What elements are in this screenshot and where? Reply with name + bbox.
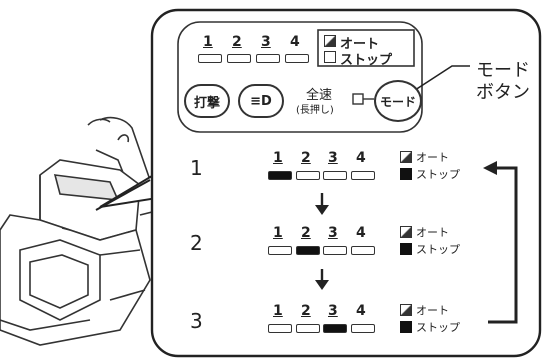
mode-1-lamp-3 [323, 171, 347, 180]
mode-2-lamp-number-4: 4 [356, 225, 366, 241]
mode-2-lamp-number-3: 3 [328, 225, 338, 241]
mode-2-lamp-1 [268, 246, 292, 255]
mode-number-2: 2 [190, 231, 203, 255]
full-speed-indicator [352, 93, 364, 105]
mode-2-auto-label: オート [416, 226, 449, 239]
mode-3-lamp-2 [296, 324, 320, 333]
mode-1-lamp-2 [296, 171, 320, 180]
mode-2-stop-label: ストップ [416, 243, 460, 256]
mode-3-lamp-4 [351, 324, 375, 333]
light-button-label: ≡D [250, 93, 272, 109]
impact-button-label: 打撃 [193, 95, 220, 111]
mode-1-stop-label: ストップ [416, 168, 460, 181]
panel-stop-icon [324, 51, 336, 63]
panel-lamp-number-4: 4 [290, 34, 300, 50]
light-button[interactable]: ≡D [238, 84, 284, 118]
mode-1-lamp-number-1: 1 [273, 150, 283, 166]
full-speed-label: 全速 [306, 88, 333, 103]
panel-auto-label: オート [340, 37, 380, 52]
mode-2-lamp-3 [323, 246, 347, 255]
panel-lamp-3 [256, 54, 280, 63]
mode-2-lamp-number-1: 1 [273, 225, 283, 241]
mode-button-label: モード [379, 94, 416, 109]
mode-button-callout: モード ボタン [476, 60, 530, 104]
impact-button[interactable]: 打撃 [184, 84, 230, 118]
down-arrow-1 [315, 193, 329, 215]
mode-2-lamp-2 [296, 246, 320, 255]
tool-drawing [0, 116, 162, 346]
panel-lamp-number-2: 2 [232, 34, 242, 50]
mode-1-lamp-number-3: 3 [328, 150, 338, 166]
mode-3-lamp-1 [268, 324, 292, 333]
mode-3-auto-icon [400, 304, 412, 316]
callout-line-2: ボタン [476, 82, 530, 103]
panel-lamp-1 [198, 54, 222, 63]
down-arrow-2 [315, 269, 329, 290]
panel-auto-icon [324, 35, 336, 47]
panel-lamp-number-1: 1 [203, 34, 213, 50]
panel-stop-label: ストップ [340, 53, 393, 68]
mode-1-stop-icon [400, 168, 412, 180]
mode-3-lamp-number-4: 4 [356, 303, 366, 319]
mode-3-lamp-number-3: 3 [328, 303, 338, 319]
mode-button[interactable]: モード [374, 80, 422, 122]
mode-number-3: 3 [190, 309, 203, 333]
mode-1-auto-label: オート [416, 151, 449, 164]
mode-2-stop-icon [400, 243, 412, 255]
mode-1-lamp-number-2: 2 [301, 150, 311, 166]
mode-1-lamp-1 [268, 171, 292, 180]
panel-lamp-4 [285, 54, 309, 63]
full-speed-sub-label: (長押し) [296, 105, 334, 116]
mode-2-lamp-number-2: 2 [301, 225, 311, 241]
mode-3-lamp-number-2: 2 [301, 303, 311, 319]
cycle-arrow [483, 161, 518, 324]
panel-lamp-number-3: 3 [261, 34, 271, 50]
panel-lamp-2 [227, 54, 251, 63]
mode-1-auto-icon [400, 151, 412, 163]
callout-leader [411, 65, 470, 93]
callout-line-1: モード [476, 60, 530, 81]
mode-3-stop-icon [400, 321, 412, 333]
mode-3-lamp-number-1: 1 [273, 303, 283, 319]
mode-2-lamp-4 [351, 246, 375, 255]
mode-number-1: 1 [190, 156, 203, 180]
mode-3-stop-label: ストップ [416, 321, 460, 334]
mode-2-auto-icon [400, 226, 412, 238]
mode-1-lamp-4 [351, 171, 375, 180]
mode-3-lamp-3 [323, 324, 347, 333]
mode-1-lamp-number-4: 4 [356, 150, 366, 166]
mode-3-auto-label: オート [416, 304, 449, 317]
